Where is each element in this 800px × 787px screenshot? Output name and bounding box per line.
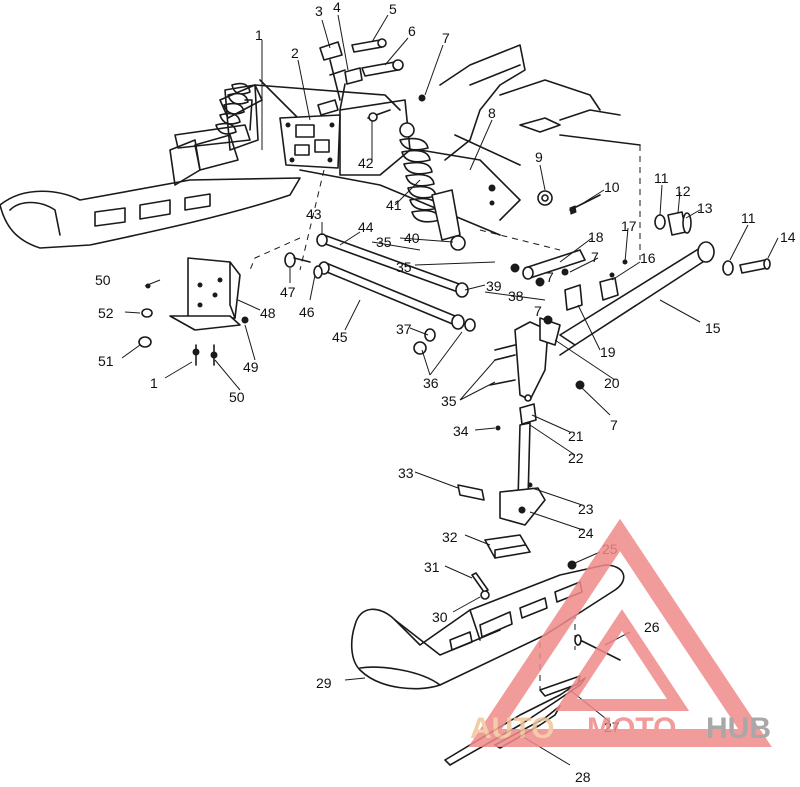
callout-12: 12 xyxy=(675,183,691,199)
small-hardware xyxy=(471,560,621,661)
callout-22: 22 xyxy=(568,450,584,466)
upper-bolts xyxy=(317,38,426,122)
callout-38: 38 xyxy=(508,288,524,304)
callout-24: 24 xyxy=(578,525,594,541)
front-shock-absorber xyxy=(399,122,466,251)
callout-46: 46 xyxy=(299,304,315,320)
callout-50-left: 50 xyxy=(95,272,111,288)
callout-48: 48 xyxy=(260,305,276,321)
callout-33: 33 xyxy=(398,465,414,481)
callout-6: 6 xyxy=(408,23,416,39)
callout-34: 34 xyxy=(453,423,469,439)
callout-30: 30 xyxy=(432,609,448,625)
callout-35-lower: 35 xyxy=(441,393,457,409)
callout-36: 36 xyxy=(423,375,439,391)
callout-28: 28 xyxy=(575,769,591,785)
callout-50-bottom: 50 xyxy=(229,389,245,405)
callout-41: 41 xyxy=(386,197,402,213)
callout-1: 1 xyxy=(255,27,263,43)
callout-39: 39 xyxy=(486,278,502,294)
callout-10: 10 xyxy=(604,179,620,195)
callout-3: 3 xyxy=(315,3,323,19)
callout-17: 17 xyxy=(621,218,637,234)
callout-7-b: 7 xyxy=(591,249,599,265)
callout-52: 52 xyxy=(98,305,114,321)
watermark-logo: AUTO MOTO HUB xyxy=(468,518,772,747)
part-33-pin xyxy=(457,484,485,501)
callout-7-e: 7 xyxy=(610,417,618,433)
callout-11-lower: 11 xyxy=(741,210,756,226)
callout-2: 2 xyxy=(291,45,299,61)
part-48-bracket xyxy=(169,257,241,331)
part-2-mounting-plate xyxy=(279,114,341,169)
callout-47: 47 xyxy=(280,284,296,300)
callout-44: 44 xyxy=(358,219,374,235)
bracket-hardware xyxy=(138,283,249,366)
callout-18: 18 xyxy=(588,229,604,245)
callout-31: 31 xyxy=(424,559,440,575)
callout-43: 43 xyxy=(306,206,322,222)
right-bolts xyxy=(488,184,601,215)
watermark-text-hub: HUB xyxy=(706,712,771,745)
background-chassis xyxy=(0,44,641,249)
callout-4: 4 xyxy=(333,0,341,15)
callout-1-lower: 1 xyxy=(150,375,158,391)
callout-35-middle: 35 xyxy=(396,259,412,275)
callout-40: 40 xyxy=(404,230,420,246)
callout-5: 5 xyxy=(389,1,397,17)
callout-23: 23 xyxy=(578,501,594,517)
watermark-inner-triangle-icon xyxy=(554,609,690,711)
callout-14: 14 xyxy=(780,229,796,245)
callout-32: 32 xyxy=(442,529,458,545)
callout-29: 29 xyxy=(316,675,332,691)
callout-16: 16 xyxy=(640,250,656,266)
callout-49: 49 xyxy=(243,359,259,375)
callout-35-upper: 35 xyxy=(376,234,392,250)
watermark-text-auto: AUTO xyxy=(470,712,554,745)
rod-bolts xyxy=(284,252,323,279)
callout-9: 9 xyxy=(535,149,543,165)
callout-8: 8 xyxy=(488,105,496,121)
callout-37: 37 xyxy=(396,321,412,337)
part-29-ski xyxy=(350,564,625,690)
watermark-text-moto: MOTO xyxy=(587,712,676,745)
callout-51: 51 xyxy=(98,353,114,369)
callout-7-upper: 7 xyxy=(442,30,450,46)
callout-26: 26 xyxy=(644,619,660,635)
callout-21: 21 xyxy=(568,428,584,444)
watermark-triangle-icon xyxy=(468,518,772,747)
callout-13: 13 xyxy=(697,200,713,216)
callout-7-c: 7 xyxy=(546,269,554,285)
spindle-assembly xyxy=(489,249,628,526)
callout-45: 45 xyxy=(332,329,348,345)
callout-7-d: 7 xyxy=(534,303,542,319)
radius-rods xyxy=(316,233,476,355)
callout-20: 20 xyxy=(604,375,620,391)
callout-42: 42 xyxy=(358,155,374,171)
callout-labels: 1 2 3 4 5 6 7 8 9 10 11 12 13 11 14 15 1… xyxy=(95,0,796,785)
callout-19: 19 xyxy=(600,344,616,360)
callout-15: 15 xyxy=(705,320,721,336)
part-32-pad xyxy=(484,534,531,559)
part-15-trailing-arm xyxy=(559,241,715,356)
spacer-stack xyxy=(654,211,771,276)
callout-11-upper: 11 xyxy=(654,170,669,186)
